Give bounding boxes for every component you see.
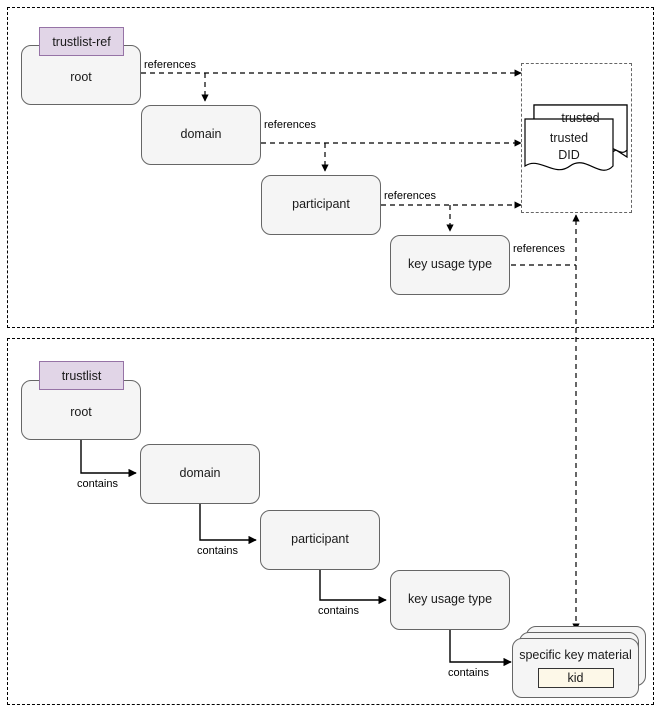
trusted-doc-back-label: trusted	[561, 111, 600, 125]
edge-label-list-domain: contains	[196, 545, 239, 558]
node-ref-domain-label: domain	[180, 127, 222, 142]
edge-label-list-root: contains	[76, 478, 119, 491]
group-trustlist	[7, 338, 654, 705]
tag-trustlist-ref-label: trustlist-ref	[52, 34, 111, 49]
edge-label-ref-root: references	[143, 59, 197, 72]
node-ref-key-usage-type-label: key usage type	[407, 257, 493, 272]
tag-trustlist: trustlist	[39, 361, 124, 390]
edge-label-ref-domain: references	[263, 119, 317, 132]
node-ref-participant-label: participant	[292, 197, 350, 212]
specific-key-material-label: specific key material	[519, 648, 632, 662]
tag-trustlist-ref: trustlist-ref	[39, 27, 124, 56]
kid-badge: kid	[537, 668, 614, 688]
node-list-key-usage-type[interactable]: key usage type	[390, 570, 510, 630]
node-ref-key-usage-type[interactable]: key usage type	[390, 235, 510, 295]
trusted-did-container	[521, 63, 632, 213]
node-list-domain[interactable]: domain	[140, 444, 260, 504]
node-ref-root-label: root	[70, 70, 92, 85]
node-list-participant-label: participant	[291, 532, 349, 547]
edge-label-list-key-usage-type: contains	[447, 667, 490, 680]
edge-label-ref-key-usage-type: references	[512, 243, 566, 256]
trusted-doc-front-label: trusted DID	[549, 131, 589, 162]
node-ref-domain[interactable]: domain	[141, 105, 261, 165]
node-list-domain-label: domain	[179, 466, 221, 481]
node-list-participant[interactable]: participant	[260, 510, 380, 570]
node-ref-participant[interactable]: participant	[261, 175, 381, 235]
group-trustlist-ref	[7, 7, 654, 328]
node-list-root-label: root	[70, 405, 92, 420]
edge-label-list-participant: contains	[317, 605, 360, 618]
edge-label-ref-participant: references	[383, 190, 437, 203]
node-specific-key-material[interactable]: specific key material kid	[512, 638, 639, 698]
node-list-key-usage-type-label: key usage type	[407, 592, 493, 607]
tag-trustlist-label: trustlist	[61, 368, 102, 383]
